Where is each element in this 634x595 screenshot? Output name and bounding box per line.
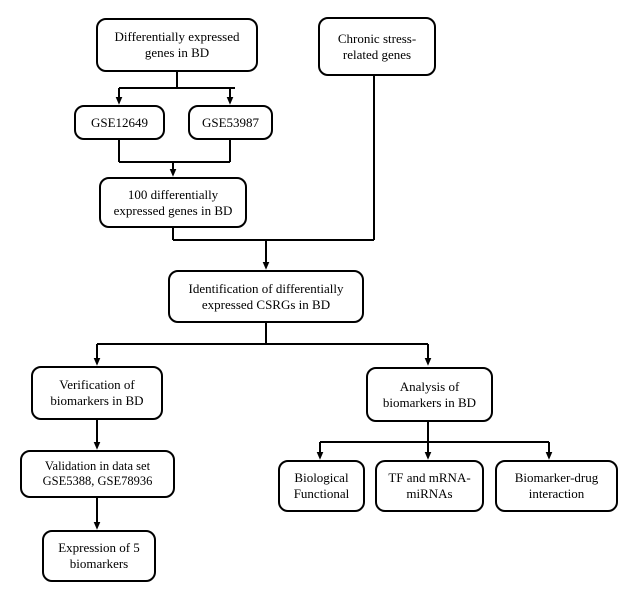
node-identification-of-csrgs[interactable]: Identification of differentially express… (168, 270, 364, 323)
node-label: Biomarker-drug interaction (514, 470, 599, 501)
node-label: Chronic stress- related genes (337, 30, 417, 62)
node-label: Biological Functional (293, 470, 350, 501)
node-100-differentially-expressed-genes[interactable]: 100 differentially expressed genes in BD (99, 177, 247, 228)
node-gse53987[interactable]: GSE53987 (188, 105, 273, 140)
node-label: Analysis of biomarkers in BD (382, 378, 477, 410)
node-verification-of-biomarkers[interactable]: Verification of biomarkers in BD (31, 366, 163, 420)
node-label: Verification of biomarkers in BD (50, 377, 144, 408)
node-label: Validation in data set GSE5388, GSE78936 (42, 458, 153, 488)
node-label: Identification of differentially express… (188, 280, 344, 312)
node-label: 100 differentially expressed genes in BD (113, 186, 233, 218)
node-biomarker-drug-interaction[interactable]: Biomarker-drug interaction (495, 460, 618, 512)
node-chronic-stress-related-genes[interactable]: Chronic stress- related genes (318, 17, 436, 76)
node-validation-in-data-set[interactable]: Validation in data set GSE5388, GSE78936 (20, 450, 175, 498)
node-differentially-expressed-genes-in-bd[interactable]: Differentially expressed genes in BD (96, 18, 258, 72)
node-label: Expression of 5 biomarkers (58, 540, 140, 571)
node-expression-of-5-biomarkers[interactable]: Expression of 5 biomarkers (42, 530, 156, 582)
node-biological-functional[interactable]: Biological Functional (278, 460, 365, 512)
node-tf-and-mrna-mirnas[interactable]: TF and mRNA- miRNAs (375, 460, 484, 512)
node-gse12649[interactable]: GSE12649 (74, 105, 165, 140)
node-label: TF and mRNA- miRNAs (388, 470, 471, 501)
node-label: Differentially expressed genes in BD (114, 29, 240, 60)
node-label: GSE53987 (201, 114, 260, 130)
node-analysis-of-biomarkers[interactable]: Analysis of biomarkers in BD (366, 367, 493, 422)
node-label: GSE12649 (90, 114, 149, 130)
